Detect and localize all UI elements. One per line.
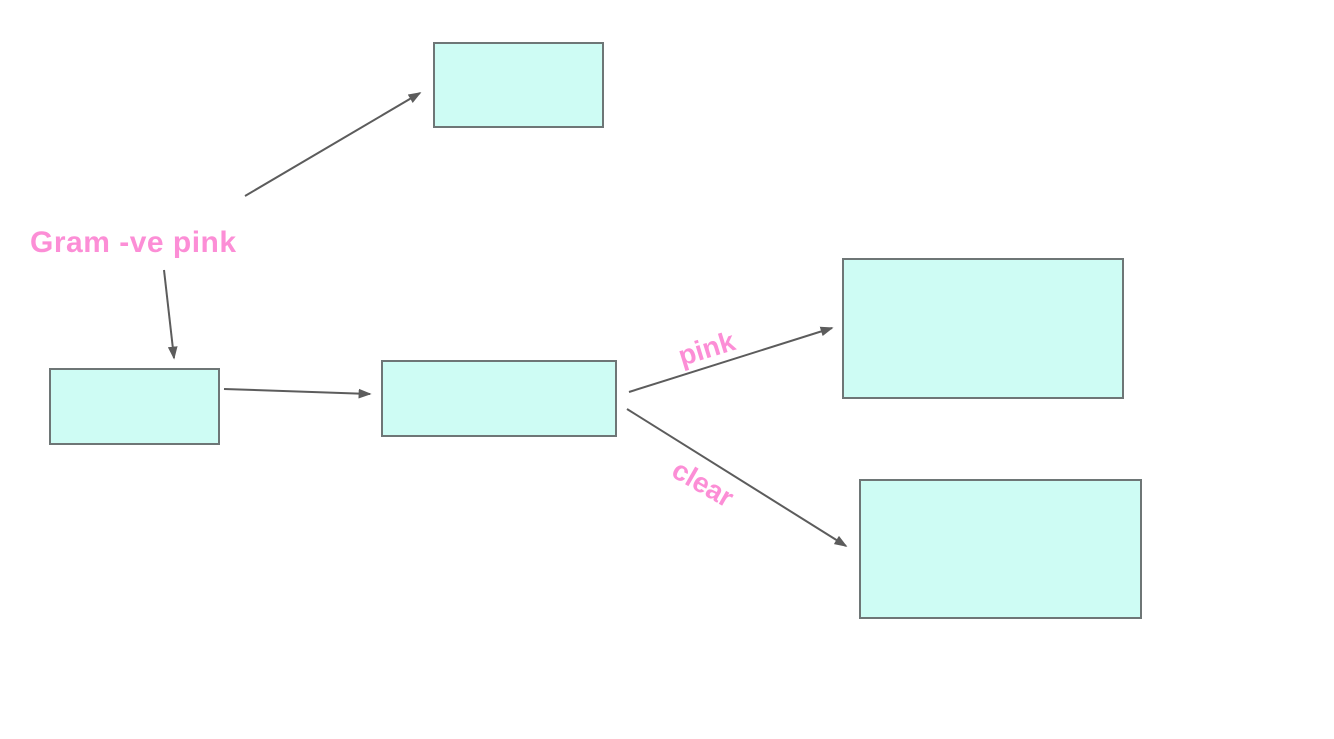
clear-branch-label: clear xyxy=(666,453,740,514)
node-box-right-bottom xyxy=(859,479,1142,619)
edge-middle-box-to-right-bottom-box xyxy=(626,408,848,547)
node-box-right-top xyxy=(842,258,1124,399)
edge-gram-to-left-box xyxy=(163,269,178,360)
edge-left-box-to-middle-box xyxy=(223,388,372,399)
node-box-left xyxy=(49,368,220,445)
pink-branch-label: pink xyxy=(674,325,739,372)
node-box-top xyxy=(433,42,604,128)
node-box-middle xyxy=(381,360,617,437)
edge-gram-to-top-box xyxy=(244,92,422,197)
gram-negative-label: Gram -ve pink xyxy=(30,226,237,259)
